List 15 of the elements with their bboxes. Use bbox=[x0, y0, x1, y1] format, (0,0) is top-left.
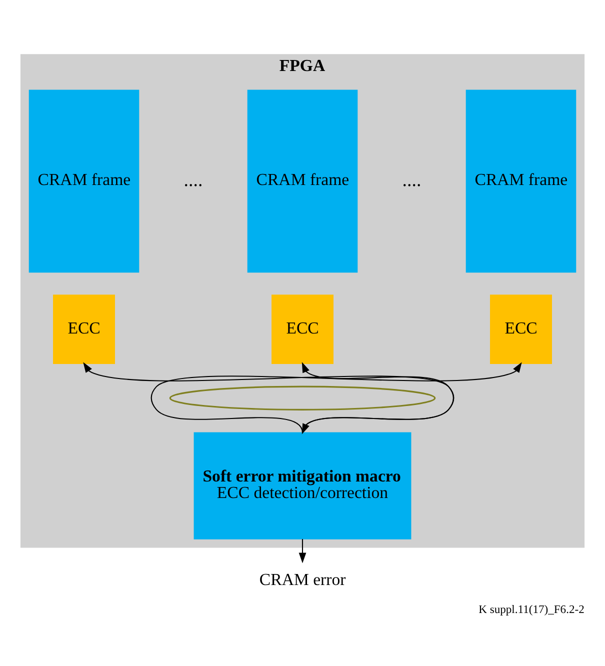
node-text: CRAM error bbox=[259, 569, 346, 588]
label: .... bbox=[184, 169, 203, 190]
arrow bbox=[302, 361, 454, 434]
node-box: ECC bbox=[272, 294, 334, 364]
caption: K suppl.11(17)_F6.2-2 bbox=[478, 604, 584, 616]
node-box: CRAM frame bbox=[466, 89, 576, 272]
arrow bbox=[298, 538, 306, 563]
arrow bbox=[150, 362, 522, 432]
label: .... bbox=[402, 169, 422, 190]
node-box: CRAM frame bbox=[247, 89, 358, 272]
node-box: CRAM frame bbox=[28, 89, 140, 272]
node-box: Soft error mitigation macro ECC detection/correction bbox=[194, 432, 412, 539]
node-box: ECC bbox=[53, 294, 115, 364]
node-ellipse bbox=[169, 385, 436, 410]
node-box: ECC bbox=[490, 294, 552, 364]
